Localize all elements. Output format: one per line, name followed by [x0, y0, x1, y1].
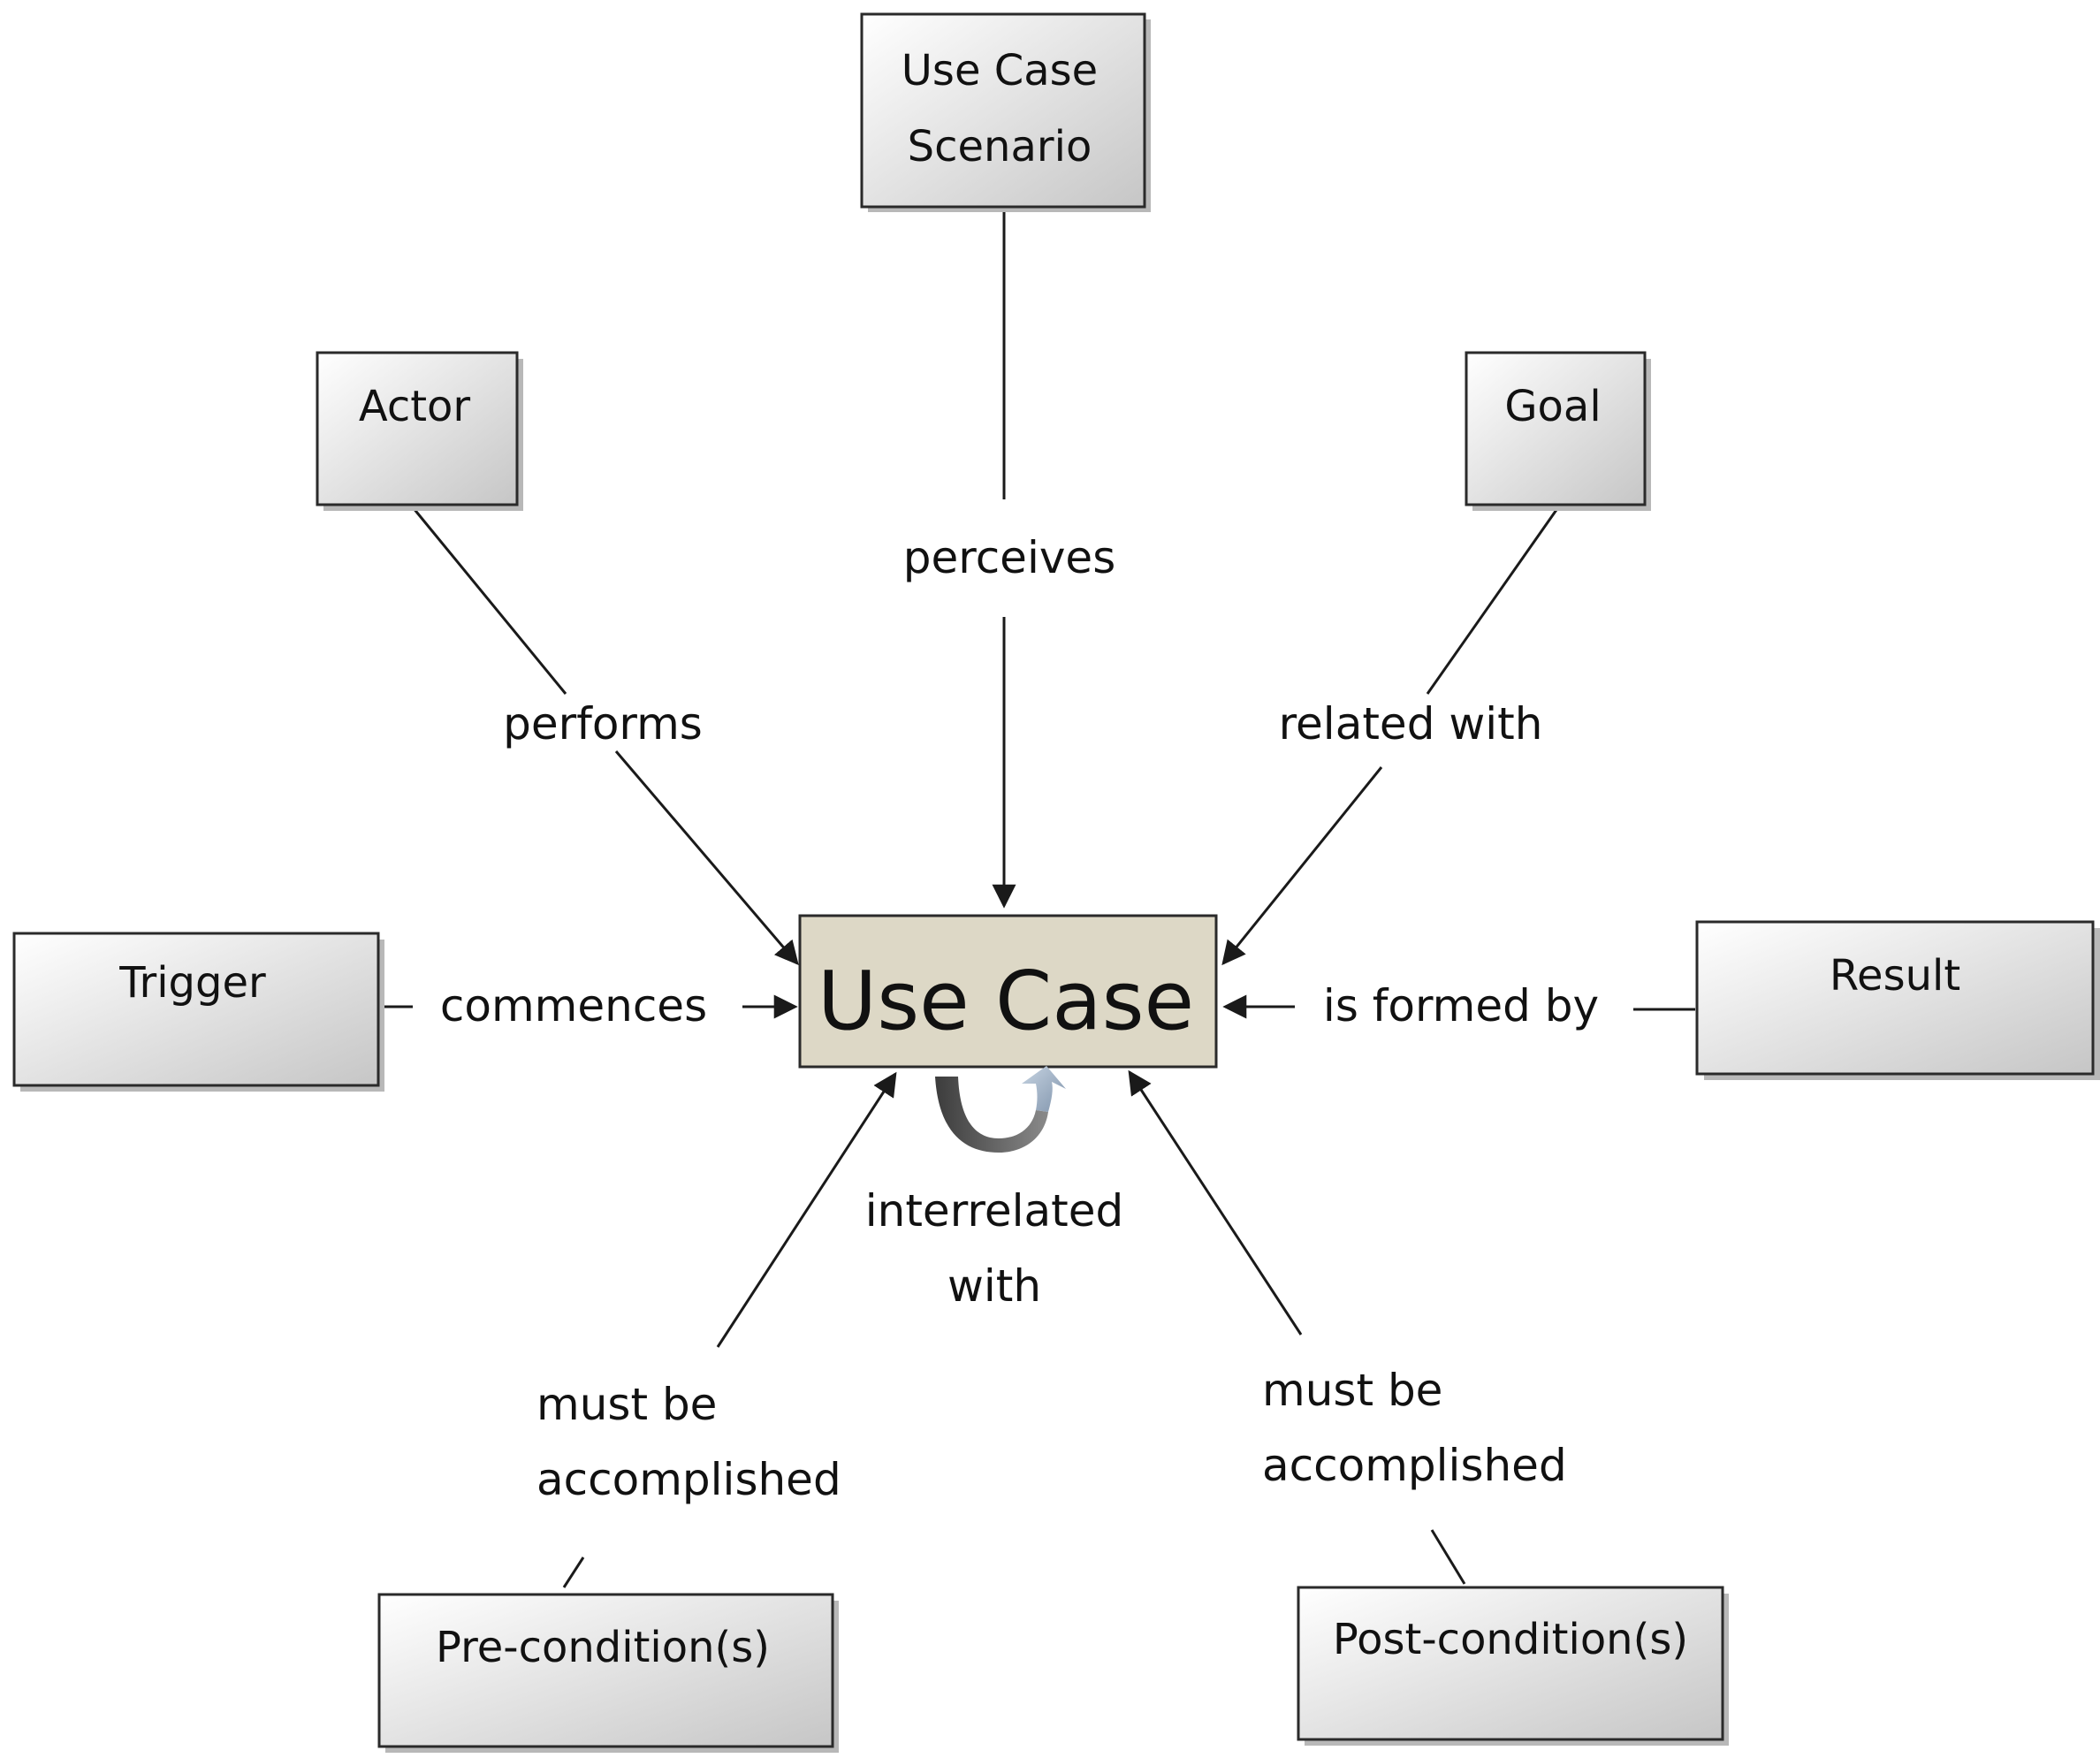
node-use-case-scenario-line1: Use Case — [902, 46, 1098, 95]
connector-actor-top — [411, 506, 567, 695]
connector-goal-top — [1426, 506, 1560, 695]
edge-label-pre-line1: must be — [536, 1379, 717, 1430]
edge-label-post-line1: must be — [1262, 1365, 1442, 1416]
node-goal: Goal — [1465, 351, 1651, 511]
connector-pre-bottom — [562, 1556, 585, 1588]
node-use-case-scenario-line2: Scenario — [908, 122, 1092, 171]
connector-post-bottom — [1430, 1529, 1466, 1585]
node-goal-label: Goal — [1504, 382, 1601, 431]
node-actor: Actor — [316, 351, 523, 511]
connector-goal-bottom — [1221, 766, 1383, 966]
node-post-conditions-label: Post-condition(s) — [1333, 1615, 1688, 1664]
edge-label-interrelated-line2: with — [947, 1260, 1041, 1312]
edge-label-is-formed-by: is formed by — [1323, 980, 1599, 1031]
edge-label-perceives: perceives — [903, 532, 1116, 583]
node-pre-conditions-label: Pre-condition(s) — [436, 1623, 770, 1672]
connector-post-top — [1128, 1069, 1303, 1336]
connector-pre-top — [716, 1071, 897, 1348]
node-trigger-label: Trigger — [118, 958, 266, 1008]
connector-actor-bottom — [614, 750, 799, 966]
node-use-case-scenario: Use Case Scenario — [860, 12, 1151, 212]
edge-label-interrelated-line1: interrelated — [865, 1185, 1123, 1237]
node-post-conditions: Post-condition(s) — [1297, 1586, 1729, 1746]
edge-label-commences: commences — [440, 980, 707, 1031]
node-trigger: Trigger — [12, 932, 384, 1092]
node-actor-label: Actor — [359, 382, 471, 431]
edge-label-pre-line2: accomplished — [536, 1454, 841, 1505]
edge-label-related-with: related with — [1279, 698, 1543, 750]
edge-label-post-line2: accomplished — [1262, 1440, 1567, 1491]
node-result-label: Result — [1830, 951, 1960, 1001]
self-reference-arrow-icon — [935, 1066, 1066, 1153]
node-result: Result — [1695, 920, 2100, 1080]
edge-label-performs: performs — [503, 698, 703, 750]
center-use-case-label: Use Case — [818, 954, 1194, 1048]
node-pre-conditions: Pre-condition(s) — [377, 1593, 839, 1753]
node-use-case-center: Use Case — [798, 914, 1218, 1069]
